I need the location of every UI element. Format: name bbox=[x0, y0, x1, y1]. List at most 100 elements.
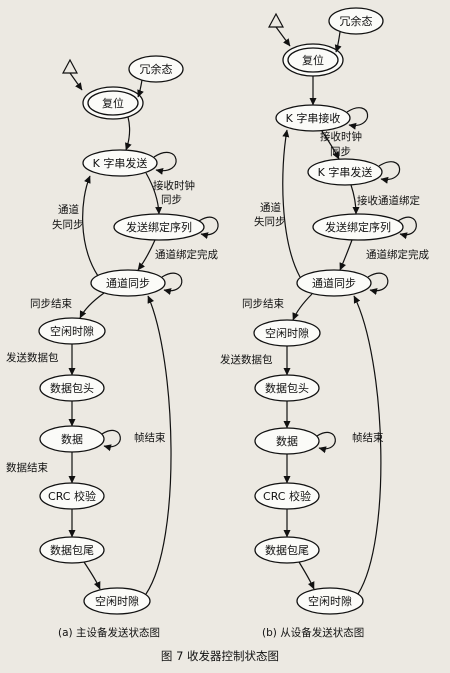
left-edge-idle2-sync bbox=[145, 295, 172, 595]
svg-text:数据: 数据 bbox=[61, 432, 83, 446]
right-start-marker bbox=[267, 12, 285, 28]
svg-text:K 字串发送: K 字串发送 bbox=[93, 156, 148, 170]
left-node-tail: 数据包尾 bbox=[39, 536, 105, 564]
left-edge-sync-ksend bbox=[82, 175, 99, 277]
left-edge-redundant-reset bbox=[137, 79, 144, 98]
svg-text:K 字串发送: K 字串发送 bbox=[318, 165, 373, 179]
right-node-k-recv: K 字串接收 bbox=[275, 104, 351, 132]
svg-text:冗余态: 冗余态 bbox=[340, 14, 373, 28]
svg-text:空闲时隙: 空闲时隙 bbox=[308, 594, 352, 608]
svg-text:冗余态: 冗余态 bbox=[140, 62, 173, 76]
right-edge-idle2-sync bbox=[353, 295, 382, 595]
left-label-send-packet: 发送数据包 bbox=[6, 351, 59, 364]
right-node-crc: CRC 校验 bbox=[254, 482, 320, 510]
right-label-send-packet: 发送数据包 bbox=[220, 353, 273, 366]
svg-text:发送绑定序列: 发送绑定序列 bbox=[325, 220, 391, 234]
svg-text:数据包头: 数据包头 bbox=[50, 381, 94, 395]
right-edge-sync-self bbox=[367, 272, 389, 295]
right-caption: (b) 从设备发送状态图 bbox=[262, 626, 364, 639]
right-node-bind-seq: 发送绑定序列 bbox=[312, 213, 404, 241]
right-node-header: 数据包头 bbox=[254, 374, 320, 402]
right-node-reset: 复位 bbox=[282, 43, 344, 77]
right-label-bind-done: 通道绑定完成 bbox=[366, 248, 429, 261]
svg-text:数据包尾: 数据包尾 bbox=[50, 543, 94, 557]
svg-text:复位: 复位 bbox=[102, 96, 124, 110]
left-node-idle2: 空闲时隙 bbox=[83, 587, 151, 615]
left-node-chan-sync: 通道同步 bbox=[90, 269, 166, 297]
figure-title: 图 7 收发器控制状态图 bbox=[161, 649, 279, 663]
left-node-idle1: 空闲时隙 bbox=[38, 317, 106, 345]
left-edge-ksend-self bbox=[153, 151, 177, 175]
left-node-crc: CRC 校验 bbox=[39, 482, 105, 510]
svg-text:通道同步: 通道同步 bbox=[312, 276, 356, 290]
right-node-redundant: 冗余态 bbox=[328, 7, 384, 35]
left-node-k-send: K 字串发送 bbox=[82, 149, 158, 177]
left-start-marker bbox=[61, 58, 79, 74]
right-node-data: 数据 bbox=[254, 427, 320, 455]
right-edge-redundant-reset bbox=[334, 31, 342, 53]
right-edge-ksend-bind bbox=[350, 184, 360, 215]
left-edge-tail-idle2 bbox=[83, 561, 101, 590]
right-label-recv-clock-2: 同步 bbox=[330, 146, 351, 158]
left-edge-bind-sync bbox=[137, 239, 156, 271]
right-edge-start-reset bbox=[275, 26, 291, 47]
right-edge-sync-idle1 bbox=[292, 293, 313, 321]
svg-text:空闲时隙: 空闲时隙 bbox=[95, 594, 139, 608]
right-diagram: 冗余态 复位 K 字串接收 K 字串发送 发送绑定序列 通道同步 空闲时隙 bbox=[220, 7, 429, 639]
right-node-idle2: 空闲时隙 bbox=[296, 587, 364, 615]
right-label-lost-sync-1: 通道 bbox=[260, 201, 281, 214]
left-diagram: 冗余态 复位 K 字串发送 发送绑定序列 通道同步 空闲时隙 数据包头 bbox=[6, 55, 219, 639]
left-node-redundant: 冗余态 bbox=[128, 55, 184, 83]
left-node-header: 数据包头 bbox=[39, 374, 105, 402]
left-label-sync-end: 同步结束 bbox=[30, 297, 72, 310]
right-label-sync-end: 同步结束 bbox=[242, 297, 284, 310]
svg-text:空闲时隙: 空闲时隙 bbox=[50, 324, 94, 338]
left-edge-sync-idle1 bbox=[79, 292, 105, 319]
left-edge-bind-self bbox=[198, 216, 219, 240]
right-label-recv-clock-1: 接收时钟 bbox=[320, 130, 362, 143]
right-label-recv-bind: 接收通道绑定 bbox=[357, 194, 420, 207]
left-edge-ksend-bind bbox=[145, 172, 163, 215]
left-edge-start-reset bbox=[69, 72, 83, 91]
left-label-lost-sync-1: 通道 bbox=[58, 203, 79, 216]
left-label-recv-clock-2: 同步 bbox=[161, 194, 182, 206]
left-label-frame-end: 帧结束 bbox=[134, 431, 166, 444]
right-edge-krecv-ksend bbox=[321, 130, 340, 160]
right-edge-data-self bbox=[316, 431, 336, 454]
left-node-data: 数据 bbox=[39, 425, 105, 453]
right-edge-bind-self bbox=[397, 216, 417, 240]
left-label-lost-sync-2: 失同步 bbox=[52, 218, 84, 231]
right-edge-bind-sync bbox=[339, 239, 353, 271]
left-edge-sync-self bbox=[161, 272, 183, 295]
right-edge-ksend-self bbox=[378, 161, 401, 184]
left-caption: (a) 主设备发送状态图 bbox=[58, 626, 160, 639]
right-label-lost-sync-2: 失同步 bbox=[254, 215, 286, 228]
right-edge-krecv-self bbox=[346, 107, 369, 130]
svg-text:CRC 校验: CRC 校验 bbox=[263, 489, 311, 503]
svg-text:数据: 数据 bbox=[276, 434, 298, 448]
right-label-frame-end: 帧结束 bbox=[352, 431, 384, 444]
svg-text:空闲时隙: 空闲时隙 bbox=[265, 326, 309, 340]
svg-text:通道同步: 通道同步 bbox=[106, 276, 150, 290]
svg-text:K 字串接收: K 字串接收 bbox=[286, 111, 341, 125]
svg-text:CRC 校验: CRC 校验 bbox=[48, 489, 96, 503]
right-node-tail: 数据包尾 bbox=[254, 536, 320, 564]
right-edge-tail-idle2 bbox=[298, 561, 315, 590]
right-node-k-send: K 字串发送 bbox=[307, 158, 383, 186]
right-edge-sync-krecv bbox=[282, 129, 301, 278]
left-node-reset: 复位 bbox=[82, 86, 144, 120]
left-label-data-end: 数据结束 bbox=[6, 461, 48, 474]
svg-text:数据包尾: 数据包尾 bbox=[265, 543, 309, 557]
left-node-bind-seq: 发送绑定序列 bbox=[113, 213, 205, 241]
svg-text:数据包头: 数据包头 bbox=[265, 381, 309, 395]
left-label-recv-clock-1: 接收时钟 bbox=[153, 179, 195, 192]
left-label-bind-done: 通道绑定完成 bbox=[155, 248, 218, 261]
svg-text:发送绑定序列: 发送绑定序列 bbox=[126, 220, 192, 234]
right-node-chan-sync: 通道同步 bbox=[296, 269, 372, 297]
left-edge-reset-ksend bbox=[125, 116, 132, 151]
left-edge-data-self bbox=[101, 429, 121, 452]
svg-text:复位: 复位 bbox=[302, 53, 324, 67]
right-node-idle1: 空闲时隙 bbox=[253, 319, 321, 347]
